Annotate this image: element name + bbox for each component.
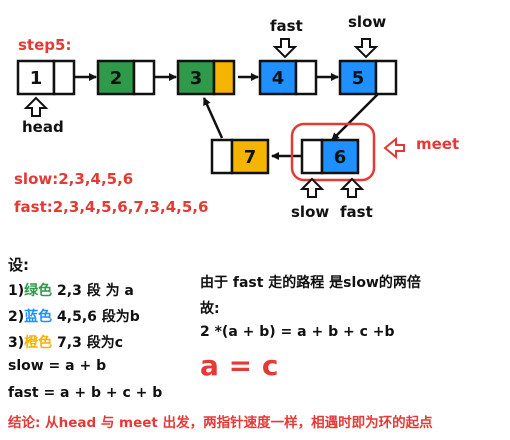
meet-highlight-ring: [290, 122, 376, 182]
head-label: head: [22, 118, 64, 136]
fast-top-label: fast: [270, 17, 303, 35]
node-2: 2: [96, 59, 156, 96]
link-5-6: [331, 89, 383, 141]
step-label: step5:: [18, 36, 72, 54]
assumption-heading: 设:: [8, 256, 29, 274]
fast-bottom-label: fast: [340, 203, 373, 221]
node-4-label: 4: [272, 68, 285, 89]
fast-equation: fast = a + b + c + b: [8, 385, 163, 401]
reasoning-line-3: 2 *(a + b) = a + b + c +b: [200, 324, 395, 340]
node-3-pointer-box: [212, 59, 236, 96]
node-2-label: 2: [110, 68, 123, 89]
node-1-pointer-box: [52, 59, 76, 96]
node-1-value-box: [16, 59, 56, 96]
node-3-label: 3: [190, 68, 203, 89]
node-7-label: 7: [244, 147, 257, 168]
head-pointer-icon: [23, 96, 49, 117]
slow-equation: slow = a + b: [8, 358, 107, 374]
node-6: 6: [300, 138, 360, 175]
slow-top-pointer-icon: [353, 38, 379, 59]
node-5-pointer-box: [374, 59, 398, 96]
node-6-pointer-box: [300, 138, 324, 175]
slow-bottom-label: slow: [291, 203, 330, 221]
node-7-value-box: [230, 138, 270, 175]
assumption-color-word-blue: 蓝色: [24, 309, 53, 325]
node-5-value-box: [338, 59, 378, 96]
slow-bottom-pointer-icon: [299, 177, 325, 198]
assumption-rest: 2,3 段 为 a: [52, 283, 134, 299]
result-equation: a = c: [200, 349, 279, 382]
assumption-prefix: 3): [8, 335, 25, 351]
node-6-label: 6: [334, 147, 347, 168]
node-1: 1: [16, 59, 76, 96]
assumption-rest: 7,3 段为c: [52, 335, 123, 351]
assumption-color-word-green: 绿色: [24, 283, 53, 299]
assumption-prefix: 1): [8, 283, 25, 299]
node-2-pointer-box: [132, 59, 156, 96]
node-1-label: 1: [30, 68, 43, 89]
assumption-rest: 4,5,6 段为b: [52, 309, 140, 325]
fast-sequence: fast:2,3,4,5,6,7,3,4,5,6: [14, 198, 209, 216]
assumption-color-word-orange: 橙色: [24, 335, 53, 351]
reasoning-line-2: 故:: [200, 301, 220, 317]
node-6-value-box: [320, 138, 360, 175]
link-7-3: [202, 97, 224, 139]
node-4-value-box: [258, 59, 298, 96]
slow-sequence: slow:2,3,4,5,6: [14, 170, 134, 188]
slow-top-label: slow: [348, 13, 387, 31]
fast-top-pointer-icon: [272, 38, 298, 59]
assumption-prefix: 2): [8, 309, 25, 325]
meet-arrow-icon: [383, 136, 405, 160]
assumption-item-green: 1)绿色 2,3 段 为 a: [8, 280, 134, 300]
node-5: 5: [338, 59, 398, 96]
meet-label: meet: [416, 135, 460, 153]
reasoning-line-1: 由于 fast 走的路程 是slow的两倍: [200, 275, 421, 291]
assumption-item-orange: 3)橙色 7,3 段为c: [8, 332, 123, 352]
fast-bottom-pointer-icon: [339, 177, 365, 198]
conclusion: 结论: 从head 与 meet 出发，两指针速度一样，相遇时即为环的起点: [8, 415, 433, 431]
assumption-item-blue: 2)蓝色 4,5,6 段为b: [8, 306, 140, 326]
node-3: 3: [176, 59, 236, 96]
node-7-pointer-box: [210, 138, 234, 175]
node-4: 4: [258, 59, 318, 96]
node-7: 7: [210, 138, 270, 175]
node-5-label: 5: [352, 68, 365, 89]
node-4-pointer-box: [294, 59, 318, 96]
